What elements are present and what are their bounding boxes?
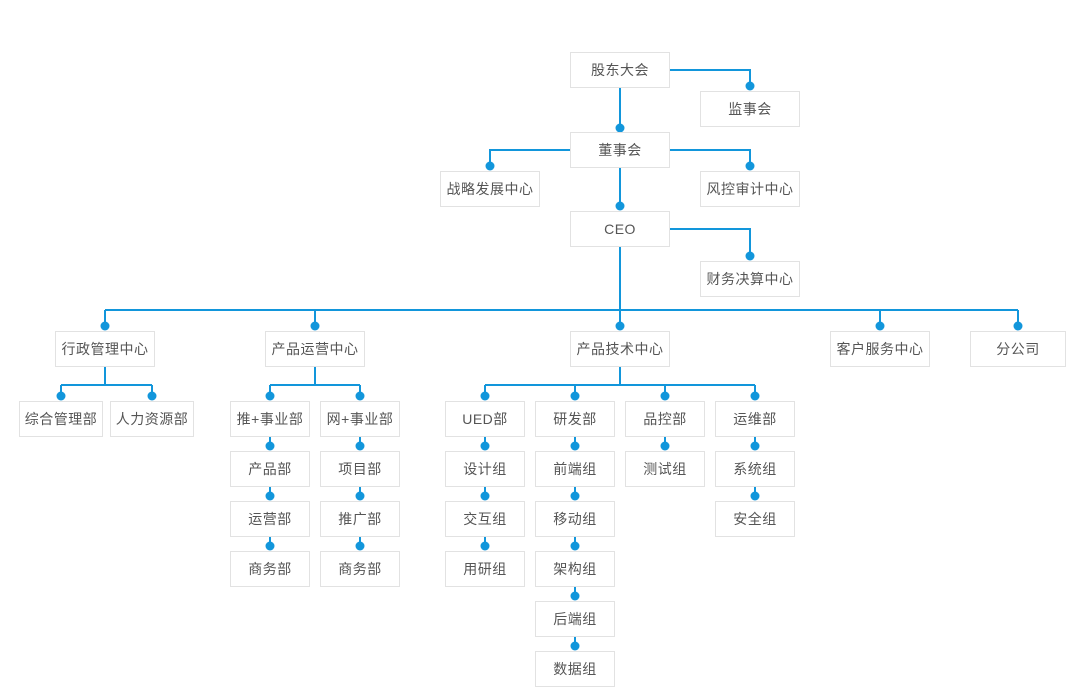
org-node-om: 运维部 [715,401,795,437]
org-node-general-affairs: 综合管理部 [19,401,103,437]
org-node-data-group: 数据组 [535,651,615,687]
org-node-system: 系统组 [715,451,795,487]
connector-dots [56,81,1023,651]
org-node-architecture: 架构组 [535,551,615,587]
org-node-shareholders: 股东大会 [570,52,670,88]
org-node-finance-center: 财务决算中心 [700,261,800,297]
org-node-tui-business: 商务部 [230,551,310,587]
org-node-ceo: CEO [570,211,670,247]
org-node-frontend: 前端组 [535,451,615,487]
org-node-wang-promotion: 推广部 [320,501,400,537]
org-node-testing: 测试组 [625,451,705,487]
org-node-wang-business: 商务部 [320,551,400,587]
org-node-tui-division: 推+事业部 [230,401,310,437]
org-node-board: 董事会 [570,132,670,168]
org-node-risk-audit-center: 风控审计中心 [700,171,800,207]
org-node-security: 安全组 [715,501,795,537]
org-node-qc: 品控部 [625,401,705,437]
connector-trunk-lines [104,247,1019,326]
org-node-tui-operation: 运营部 [230,501,310,537]
org-node-wang-project: 项目部 [320,451,400,487]
org-node-product-tech-center: 产品技术中心 [570,331,670,367]
org-node-strategy-center: 战略发展中心 [440,171,540,207]
org-node-branch-company: 分公司 [970,331,1066,367]
org-node-wang-division: 网+事业部 [320,401,400,437]
org-node-rd: 研发部 [535,401,615,437]
org-node-hr: 人力资源部 [110,401,194,437]
org-node-product-ops-center: 产品运营中心 [265,331,365,367]
org-node-user-research: 用研组 [445,551,525,587]
org-node-customer-service-center: 客户服务中心 [830,331,930,367]
org-node-backend: 后端组 [535,601,615,637]
org-node-ued: UED部 [445,401,525,437]
connector-branch-lines [60,367,756,396]
org-node-admin-center: 行政管理中心 [55,331,155,367]
connector-top-lines [489,69,751,256]
org-node-mobile: 移动组 [535,501,615,537]
org-node-tui-product: 产品部 [230,451,310,487]
org-node-supervisory: 监事会 [700,91,800,127]
org-node-interaction: 交互组 [445,501,525,537]
org-node-design: 设计组 [445,451,525,487]
